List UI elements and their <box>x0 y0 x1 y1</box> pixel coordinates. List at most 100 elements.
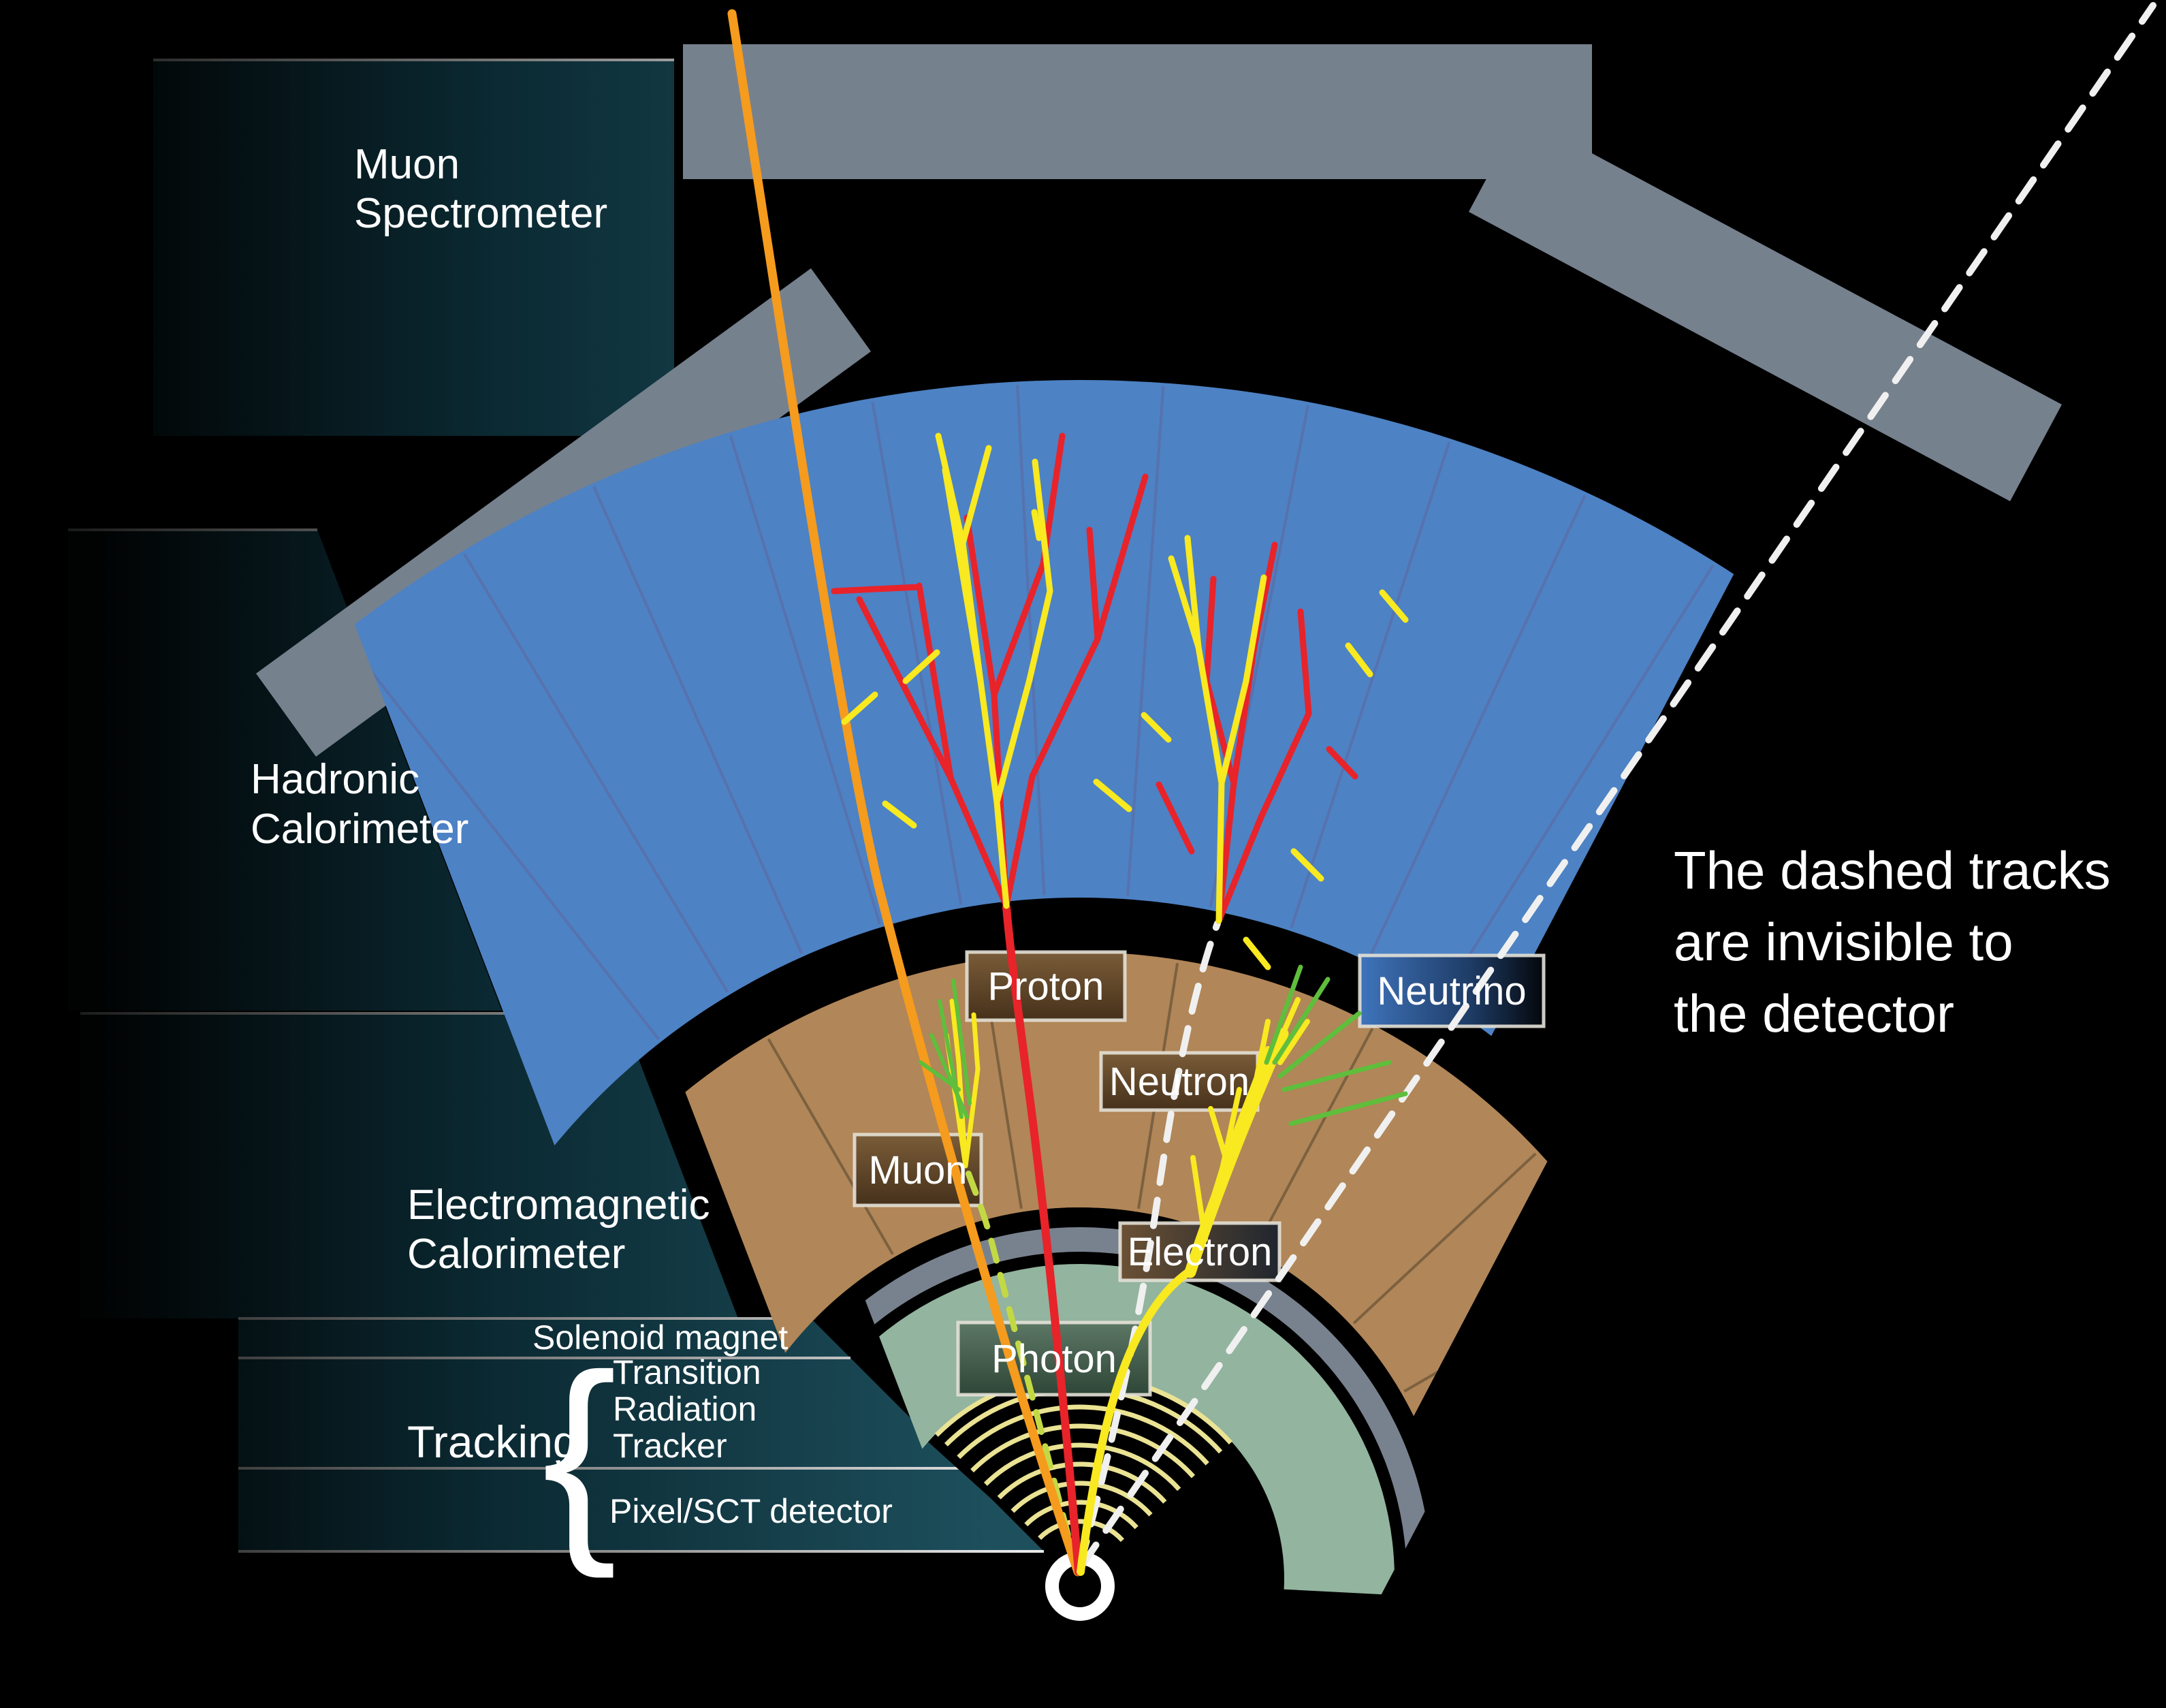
particle-jets <box>831 432 1409 1275</box>
jet-left-red-segment <box>916 582 954 781</box>
particle-label-boxes <box>853 950 1546 1397</box>
jet-right-red-segment <box>1258 710 1312 821</box>
divider-line-5 <box>238 1357 850 1359</box>
jet-right-yellow <box>1141 535 1409 970</box>
layer-brown-hadronic-spoke <box>1254 1028 1374 1249</box>
shower-photon-yellow-segment <box>963 1066 981 1169</box>
layer-blue-muon-spectrometer-spoke <box>1126 386 1165 896</box>
tracker-hit-arc <box>1024 1500 1138 1530</box>
jet-right-yellow-segment <box>1290 848 1324 882</box>
jet-right-yellow-segment <box>1218 678 1249 787</box>
tracker-hit-arc <box>997 1461 1167 1504</box>
note-line3: the detector <box>1674 983 1954 1043</box>
shower-photon-yellow-segment <box>949 998 961 1065</box>
jet-right-yellow-segment <box>1345 642 1373 678</box>
jet-left-red-segment <box>1086 526 1101 642</box>
divider-line-4 <box>238 1317 811 1320</box>
note-text: The dashed tracks are invisible to the d… <box>1674 840 2111 1043</box>
shower-photon-green-segment <box>951 979 972 1105</box>
divider-line-7 <box>238 1550 1044 1553</box>
jet-left-yellow-segment <box>942 466 984 684</box>
jet-left-yellow-segment <box>993 799 1010 909</box>
jet-left-yellow-segment <box>1031 509 1042 541</box>
tracker-hit-arc <box>970 1423 1196 1478</box>
shower-electron-green-segment <box>1264 964 1303 1065</box>
jet-right-yellow-segment <box>1243 574 1267 684</box>
layer-blue-muon-spectrometer-spoke <box>592 486 803 954</box>
layer-blue-muon-spectrometer-spoke <box>1290 441 1451 928</box>
jet-right-yellow-segment <box>1184 535 1202 650</box>
layer-blue-muon-spectrometer-spoke <box>1016 385 1046 896</box>
layer-blue-muon-spectrometer-spoke <box>729 435 882 925</box>
shower-electron-yellow-segment <box>1216 1087 1242 1188</box>
layer-green-em-group <box>802 1264 1395 1596</box>
jet-right-red-segment <box>1156 781 1195 855</box>
electron-label: Electron <box>1128 1230 1273 1274</box>
proton-label: Proton <box>988 964 1104 1009</box>
jet-left-yellow-segment <box>977 678 1000 806</box>
jet-left-yellow-segment <box>959 445 992 547</box>
muon-chamber-right <box>1469 115 2062 501</box>
jet-left-yellow-segment <box>993 676 1033 806</box>
jet-left-yellow <box>841 432 1132 909</box>
jet-left-red-segment <box>831 584 921 595</box>
divider-lines <box>68 59 1044 1553</box>
shower-electron-green-segment <box>1272 977 1331 1065</box>
jet-right-red-segment <box>1203 575 1217 684</box>
shower-photon-yellow-segment <box>971 1012 981 1072</box>
label-box-proton <box>965 950 1127 1022</box>
jet-right-red-segment <box>1215 814 1264 924</box>
track-proton <box>1002 903 1083 1576</box>
layer-blue-muon-spectrometer-spoke <box>343 635 660 1041</box>
layer-green-em <box>802 1264 1395 1596</box>
trt-label-line1: Transition <box>613 1353 761 1391</box>
shower-photon-green-segment <box>919 1060 961 1092</box>
track-neutrino <box>1078 2 2156 1570</box>
jet-right-yellow-segment <box>1168 555 1202 650</box>
layer-blue-muon-spectrometer-spoke <box>463 553 729 993</box>
track-muon <box>727 9 1083 1577</box>
note-line2: are invisible to <box>1674 912 2013 972</box>
track-neutron <box>1077 920 1221 1570</box>
em-label-line1: Electromagnetic <box>407 1182 710 1229</box>
jet-left-red-segment <box>1003 773 1036 909</box>
panel-texts: Muon Spectrometer Hadronic Calorimeter E… <box>251 141 893 1580</box>
jet-left-red-segment <box>1029 635 1101 780</box>
jet-left-red-segment <box>1094 473 1149 642</box>
particle-tracks <box>727 2 2156 1577</box>
muon-spectrometer-label-line2: Spectrometer <box>354 190 607 237</box>
jet-right-yellow-segment <box>1141 712 1172 743</box>
neutron-label: Neutron <box>1109 1060 1249 1104</box>
note-line1: The dashed tracks <box>1674 840 2111 900</box>
solenoid-label: Solenoid magnet <box>532 1318 788 1357</box>
shower-electron-green <box>1264 964 1408 1126</box>
shower-electron-green-segment <box>1277 1011 1362 1079</box>
jet-right-red-segment <box>1297 608 1312 717</box>
layer-blue-muon-spectrometer-spoke <box>1367 494 1587 960</box>
shower-electron-yellow-segment <box>1208 1106 1228 1160</box>
shower-electron-green-segment <box>1288 1091 1408 1126</box>
jet-left-yellow-segment <box>1026 588 1053 683</box>
particle-box-texts: Proton Neutrino Neutron Muon Electron Ph… <box>868 964 1526 1381</box>
panel-muon-spectrometer <box>153 60 674 436</box>
divider-line-6 <box>238 1467 961 1470</box>
panel-tracking-rows <box>238 1318 1044 1551</box>
shower-electron-yellow-segment <box>1277 1019 1310 1065</box>
jet-left-yellow-segment <box>902 649 940 684</box>
jet-left-red-segment <box>947 774 1010 909</box>
tracker-hit-arc <box>1010 1481 1153 1517</box>
jet-left-yellow-segment <box>1093 778 1132 812</box>
shower-electron-yellow-segment <box>1190 1155 1208 1242</box>
jet-left-yellow-segment <box>882 800 917 829</box>
panel-hadronic <box>68 530 502 1011</box>
divider-line-1 <box>153 59 674 61</box>
tracker-hit-arc <box>1038 1519 1125 1543</box>
jet-right-red-segment <box>1326 746 1358 780</box>
layer-blue-muon-spectrometer-spoke <box>1441 564 1715 999</box>
shower-photon-green <box>919 979 972 1119</box>
muon-label: Muon <box>868 1148 967 1192</box>
jet-left-yellow-segment <box>841 691 878 725</box>
shower-electron-yellow <box>1188 997 1310 1275</box>
